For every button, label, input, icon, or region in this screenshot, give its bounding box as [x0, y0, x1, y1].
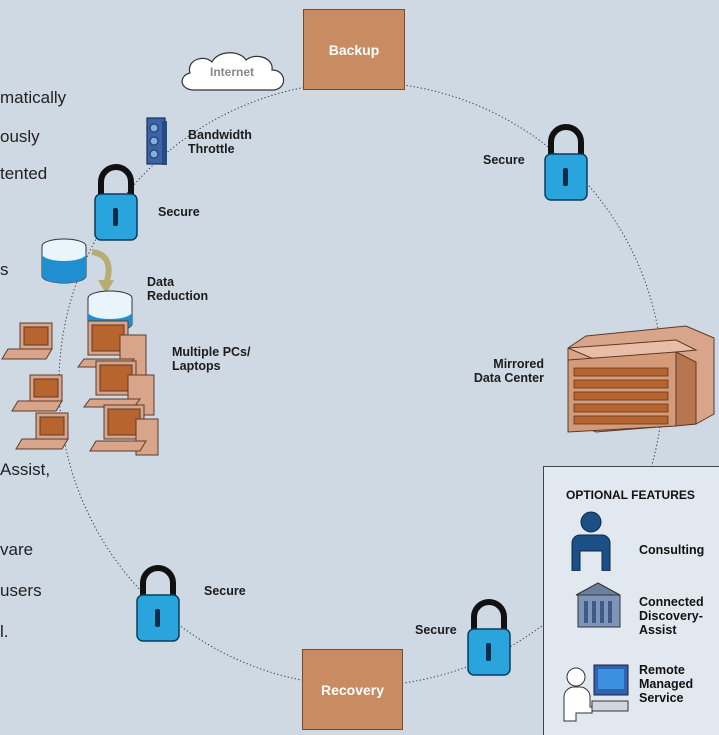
person-icon: [571, 511, 611, 571]
feature-label: Consulting: [639, 543, 705, 557]
throttle-device-icon: [146, 117, 167, 165]
server-rack-icon: [567, 325, 715, 433]
backup-box: Backup: [303, 9, 405, 90]
recovery-box: Recovery: [302, 649, 403, 730]
cloud-icon: [181, 52, 285, 91]
feature-label: Connected Discovery- Assist: [639, 595, 704, 637]
body-text-fragment: ously: [0, 127, 40, 146]
internet-label: Internet: [210, 65, 255, 79]
body-text-fragment: matically: [0, 88, 67, 107]
lock-icon: [467, 599, 511, 676]
body-text-fragment: tented: [0, 164, 48, 183]
data-reduction-label: Data Reduction: [147, 275, 209, 303]
body-text-fragment: l.: [0, 622, 9, 641]
multiple-pcs-label: Multiple PCs/ Laptops: [172, 345, 251, 373]
optional-features-panel: OPTIONAL FEATURES Consulting Connected D…: [543, 466, 719, 735]
secure-label: Secure: [415, 623, 457, 637]
lock-icon: [544, 124, 588, 201]
lock-icon: [136, 565, 180, 642]
secure-label: Secure: [204, 584, 246, 598]
body-text-fragment: Assist,: [0, 460, 51, 479]
feature-label: Remote Managed Service: [639, 663, 694, 705]
optional-features-title: OPTIONAL FEATURES: [566, 488, 695, 502]
body-text-fragment: s: [0, 260, 9, 279]
bandwidth-throttle-label: Bandwidth Throttle: [188, 128, 252, 156]
laptops-icon: [1, 320, 159, 456]
secure-label: Secure: [158, 205, 200, 219]
body-text-fragment: vare: [0, 540, 34, 559]
mirrored-data-center-label: Mirrored Data Center: [473, 357, 544, 385]
body-text-fragment: users: [0, 581, 42, 600]
secure-label: Secure: [483, 153, 525, 167]
lock-icon: [94, 164, 138, 241]
building-icon: [575, 582, 621, 628]
technician-icon: [563, 664, 629, 722]
